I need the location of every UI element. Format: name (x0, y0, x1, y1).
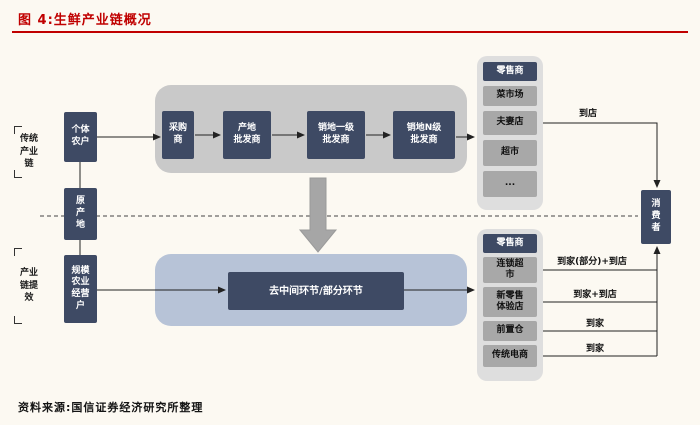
box-scale-farmer: 规模 农业 经营 户 (64, 255, 97, 323)
retail-item-mom-and-pop-store: 夫妻店 (483, 111, 537, 135)
box-tierN-wholesaler: 销地N级 批发商 (393, 111, 455, 159)
title-divider (12, 31, 688, 33)
flow-label-home-partial-plus-store: 到家(部分)+到店 (557, 257, 627, 267)
label-traditional-chain: 传统 产业 链 (14, 126, 44, 178)
label-chain-efficiency: 产业 链提 效 (14, 248, 44, 324)
source-note: 资料来源:国信证券经济研究所整理 (18, 401, 204, 414)
retail-item-chain-supermarket: 连锁超 市 (483, 257, 537, 283)
transformation-down-arrow-icon (298, 177, 338, 253)
flow-label-to-home-2: 到家 (585, 344, 604, 354)
retail-bottom-header: 零售商 (483, 234, 537, 253)
retail-item-new-retail-store: 新零售 体验店 (483, 287, 537, 317)
box-tier1-wholesaler: 销地一级 批发商 (307, 111, 365, 159)
box-purchaser: 采购 商 (162, 111, 194, 159)
box-remove-middle-links: 去中间环节/部分环节 (228, 272, 404, 310)
flow-label-to-store: 到店 (578, 109, 597, 119)
flow-label-home-plus-store: 到家+到店 (573, 290, 617, 300)
box-origin-wholesaler: 产地 批发商 (223, 111, 271, 159)
retail-item-vegetable-market: 菜市场 (483, 86, 537, 106)
retail-item-ellipsis: ... (483, 171, 537, 197)
figure-title: 图 4:生鲜产业链概况 (18, 13, 152, 28)
box-origin-place: 原 产 地 (64, 188, 97, 240)
retail-item-traditional-ecommerce: 传统电商 (483, 345, 537, 367)
box-consumer: 消 费 者 (641, 190, 671, 244)
retail-item-supermarket: 超市 (483, 140, 537, 166)
box-individual-farmer: 个体 农户 (64, 112, 97, 162)
retail-top-header: 零售商 (483, 62, 537, 81)
flow-label-to-home-1: 到家 (585, 319, 604, 329)
arrow-retailers-to-consumer-top (543, 122, 661, 188)
retail-item-front-warehouse: 前置仓 (483, 321, 537, 341)
